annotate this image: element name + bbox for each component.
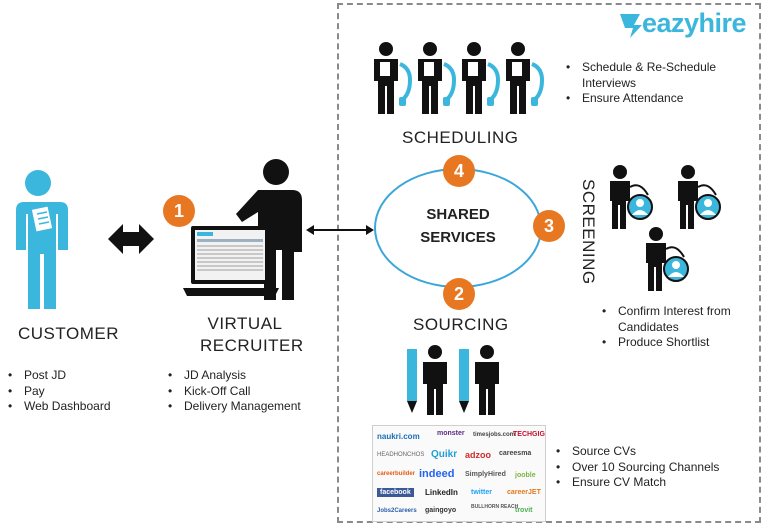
laptop-icon [183, 226, 279, 296]
list-item: Kick-Off Call [168, 384, 301, 400]
sourcing-pencil-figures-icon [407, 345, 499, 415]
portal-logo: SimplyHired [465, 471, 506, 478]
brand-name: eazyhire [642, 8, 747, 38]
list-item: Delivery Management [168, 399, 301, 415]
portal-logo: HEADHONCHOS [377, 452, 425, 458]
portal-logo: careesma [499, 450, 532, 457]
recruiter-title-line1: VIRTUAL [207, 314, 283, 333]
portal-logo: careerJET [507, 489, 541, 496]
portal-logo: BULLHORN REACH [471, 504, 519, 510]
job-portals-grid: naukri.com monster timesjobs.com TECHGIG… [372, 425, 546, 522]
portal-logo: LinkedIn [425, 488, 458, 497]
portal-logo: naukri.com [377, 432, 420, 441]
portal-logo: timesjobs.com [473, 432, 516, 438]
customer-figure-icon [16, 170, 68, 309]
list-item: Post JD [8, 368, 111, 384]
list-item: Produce Shortlist [602, 335, 752, 351]
scheduling-phone-figures-icon [374, 40, 544, 116]
list-item: Confirm Interest from Candidates [602, 304, 752, 335]
portal-logo: careerbuilder [377, 471, 416, 477]
list-item: Pay [8, 384, 111, 400]
portal-logo: TECHGIG [513, 431, 545, 438]
portal-logo: trovit [515, 507, 533, 514]
scheduling-title: SCHEDULING [402, 128, 519, 147]
portal-logo: gaingoyo [425, 507, 457, 514]
sourcing-list: Source CVs Over 10 Sourcing Channels Ens… [556, 444, 719, 491]
list-item: Over 10 Sourcing Channels [556, 460, 719, 476]
customer-list: Post JD Pay Web Dashboard [8, 368, 111, 415]
screening-figures-icon [610, 164, 721, 292]
eazyhire-logo [620, 14, 642, 38]
step-badge-4: 4 [443, 155, 475, 187]
shared-services-region [337, 3, 761, 523]
screening-list: Confirm Interest from Candidates Produce… [602, 304, 752, 351]
recruiter-title: VIRTUAL RECRUITER [200, 313, 304, 357]
list-item: Web Dashboard [8, 399, 111, 415]
scheduling-list: Schedule & Re-Schedule Interviews Ensure… [566, 60, 756, 107]
step-badge-3: 3 [533, 210, 565, 242]
customer-title: CUSTOMER [18, 324, 119, 343]
portal-logo: jooble [515, 472, 536, 479]
portal-logo: facebook [377, 488, 414, 497]
shared-line1: SHARED [426, 206, 490, 223]
portal-logo: twitter [471, 489, 492, 496]
shared-services-label: SHARED SERVICES [374, 203, 542, 249]
recruiter-title-line2: RECRUITER [200, 336, 304, 355]
shared-line2: SERVICES [420, 229, 496, 246]
portal-logo: Quikr [431, 449, 458, 460]
screening-title: SCREENING [579, 179, 598, 285]
step-badge-1: 1 [163, 195, 195, 227]
list-item: Ensure CV Match [556, 475, 719, 491]
list-item: Source CVs [556, 444, 719, 460]
customer-recruiter-arrow-icon [108, 224, 154, 254]
portal-logo: Jobs2Careers [377, 508, 417, 514]
list-item: Ensure Attendance [566, 91, 756, 107]
list-item: Schedule & Re-Schedule Interviews [566, 60, 756, 91]
step-badge-2: 2 [443, 278, 475, 310]
portal-logo: monster [437, 430, 465, 437]
recruiter-shared-arrow-icon [306, 225, 374, 235]
sourcing-title: SOURCING [413, 315, 509, 334]
list-item: JD Analysis [168, 368, 301, 384]
portal-logo: indeed [419, 468, 455, 480]
recruiter-list: JD Analysis Kick-Off Call Delivery Manag… [168, 368, 301, 415]
portal-logo: adzoo [465, 450, 491, 460]
